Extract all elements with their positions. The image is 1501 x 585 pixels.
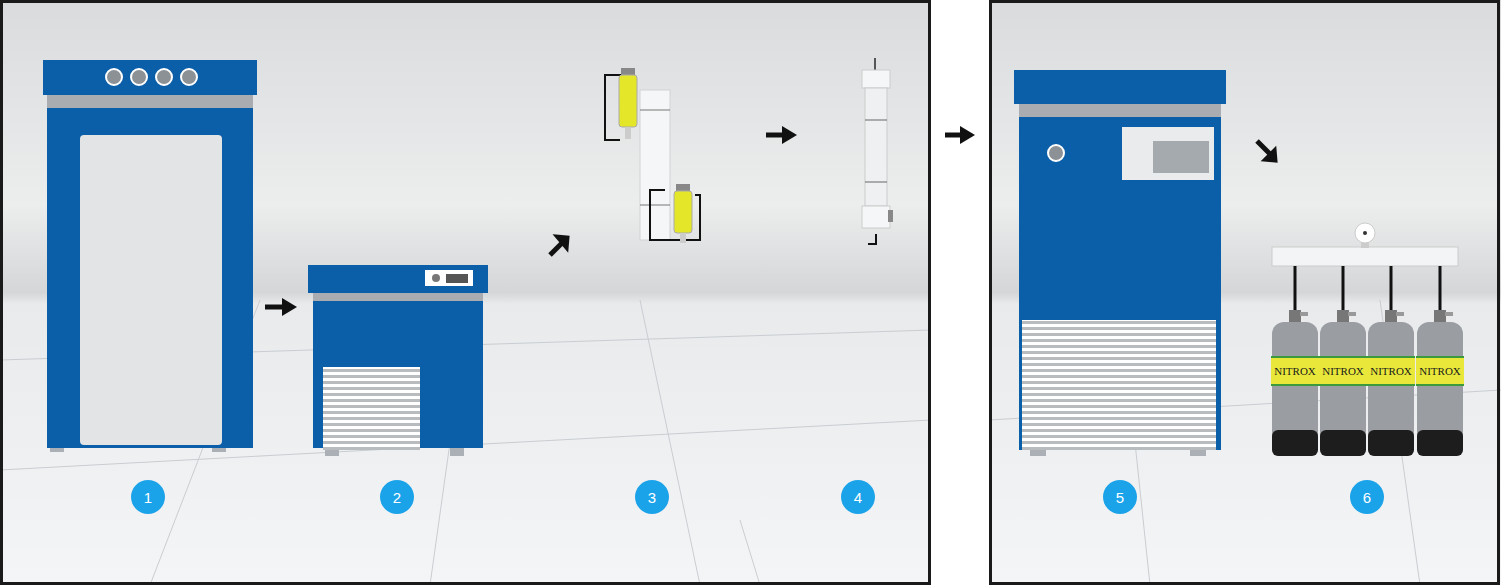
tank-label: NITROX bbox=[1271, 356, 1319, 386]
tank-label-text: NITROX bbox=[1370, 365, 1412, 377]
tank-part bbox=[1417, 322, 1463, 456]
tank-part bbox=[1272, 430, 1318, 456]
tank-part bbox=[1337, 310, 1349, 324]
tank-part bbox=[1272, 322, 1318, 456]
callout-number-text: 6 bbox=[1363, 489, 1371, 506]
tank-label: NITROX bbox=[1367, 356, 1415, 386]
callout-number-text: 3 bbox=[648, 489, 656, 506]
callout-number: 2 bbox=[380, 480, 414, 514]
tank-part bbox=[1300, 312, 1308, 316]
callout-number-text: 4 bbox=[854, 489, 862, 506]
callout-number: 4 bbox=[841, 480, 875, 514]
tank-label-text: NITROX bbox=[1274, 365, 1316, 377]
tank-part bbox=[1348, 312, 1356, 316]
tank-part bbox=[1445, 312, 1453, 316]
tank-part bbox=[1385, 310, 1397, 324]
callout-number: 1 bbox=[131, 480, 165, 514]
tank-label: NITROX bbox=[1319, 356, 1367, 386]
tank-part bbox=[1320, 322, 1366, 456]
tank-label-text: NITROX bbox=[1419, 365, 1461, 377]
callout-number-text: 1 bbox=[144, 489, 152, 506]
callout-number: 3 bbox=[635, 480, 669, 514]
callout-number-text: 2 bbox=[393, 489, 401, 506]
callout-number-text: 5 bbox=[1116, 489, 1124, 506]
tank-part bbox=[1434, 310, 1446, 324]
tank-part bbox=[1320, 430, 1366, 456]
callout-number: 5 bbox=[1103, 480, 1137, 514]
tank-part bbox=[1396, 312, 1404, 316]
tank-part bbox=[1368, 322, 1414, 456]
callout-number: 6 bbox=[1350, 480, 1384, 514]
tank-part bbox=[1289, 310, 1301, 324]
tank-part bbox=[1368, 430, 1414, 456]
tank-label: NITROX bbox=[1416, 356, 1464, 386]
tank-label-text: NITROX bbox=[1322, 365, 1364, 377]
tank-part bbox=[1417, 430, 1463, 456]
